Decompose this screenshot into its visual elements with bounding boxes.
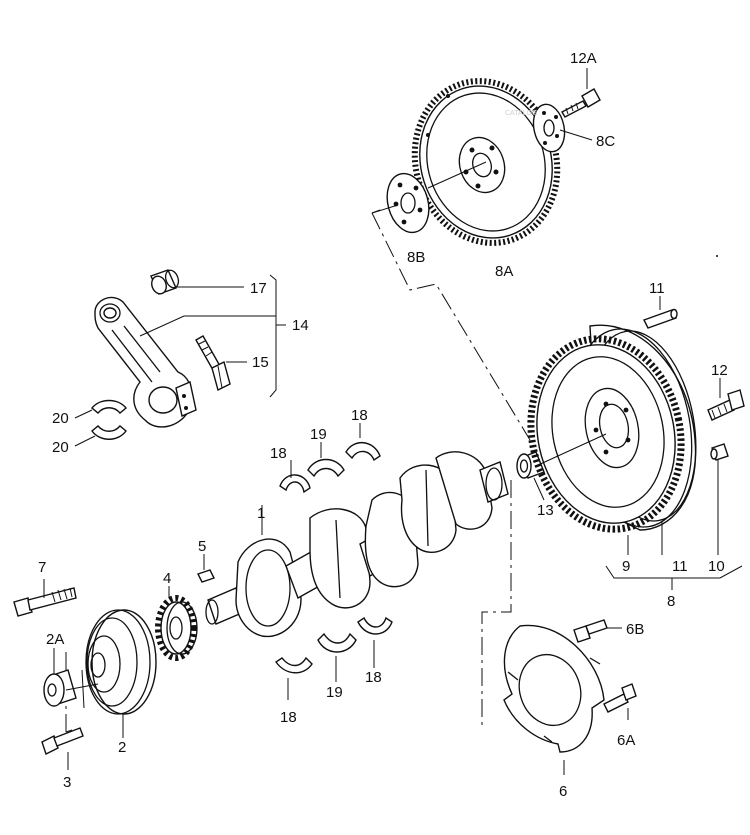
rod-bolt-15 (195, 335, 231, 392)
label-2: 2 (118, 739, 126, 756)
label-3: 3 (63, 774, 71, 791)
callout-labels: 12A 8C 8B 8A 17 14 15 11 12 20 20 18 19 … (38, 50, 728, 800)
label-2a: 2A (46, 631, 64, 648)
dowel-pin-11 (643, 308, 678, 329)
label-1: 1 (257, 505, 265, 522)
pulley-bolt-7 (13, 587, 77, 617)
crankshaft-1 (205, 451, 509, 638)
label-8a: 8A (495, 263, 513, 280)
label-10: 10 (708, 558, 725, 575)
label-8b: 8B (407, 249, 425, 266)
label-15: 15 (252, 354, 269, 371)
main-bearings-lower (275, 616, 393, 674)
main-bearings-upper (279, 442, 381, 494)
vibration-damper-2 (85, 609, 157, 715)
label-20-upper: 20 (52, 410, 69, 427)
label-6: 6 (559, 783, 567, 800)
label-5: 5 (198, 538, 206, 555)
crankshaft-gear-4 (155, 595, 198, 661)
label-7: 7 (38, 559, 46, 576)
plate-8b (386, 172, 430, 234)
label-6b: 6B (626, 621, 644, 638)
woodruff-key-5 (197, 569, 215, 583)
watermark-text: CATALOG (505, 110, 537, 117)
label-18-top: 18 (351, 407, 368, 424)
label-8c: 8C (596, 133, 615, 150)
bolt-6a (603, 683, 637, 713)
plate-8c (532, 103, 566, 153)
bolt-3 (41, 727, 84, 755)
bolt-12a (561, 88, 601, 118)
label-9: 9 (622, 558, 630, 575)
label-19-bottom: 19 (326, 684, 343, 701)
label-18-bottom-left: 18 (280, 709, 297, 726)
label-11: 11 (672, 558, 688, 575)
bolt-6b (573, 619, 608, 643)
sender-wheel-6 (503, 624, 605, 753)
pin-10 (710, 443, 729, 461)
label-6a: 6A (617, 732, 635, 749)
label-18-left: 18 (270, 445, 287, 462)
label-17: 17 (250, 280, 267, 297)
flywheel-bolt-12 (707, 389, 745, 421)
label-18-bottom-right: 18 (365, 669, 382, 686)
label-8: 8 (667, 593, 675, 610)
label-12: 12 (711, 362, 728, 379)
rod-bearing-shells-20 (91, 399, 127, 440)
connecting-rod-assembly (94, 296, 197, 428)
washer-2a (43, 669, 77, 707)
label-20-lower: 20 (52, 439, 69, 456)
label-14: 14 (292, 317, 309, 334)
label-11-dowel: 11 (649, 280, 665, 297)
label-4: 4 (163, 570, 171, 587)
label-12a: 12A (570, 50, 597, 67)
label-13: 13 (537, 502, 554, 519)
label-19-top: 19 (310, 426, 327, 443)
bushing-17 (150, 269, 180, 295)
